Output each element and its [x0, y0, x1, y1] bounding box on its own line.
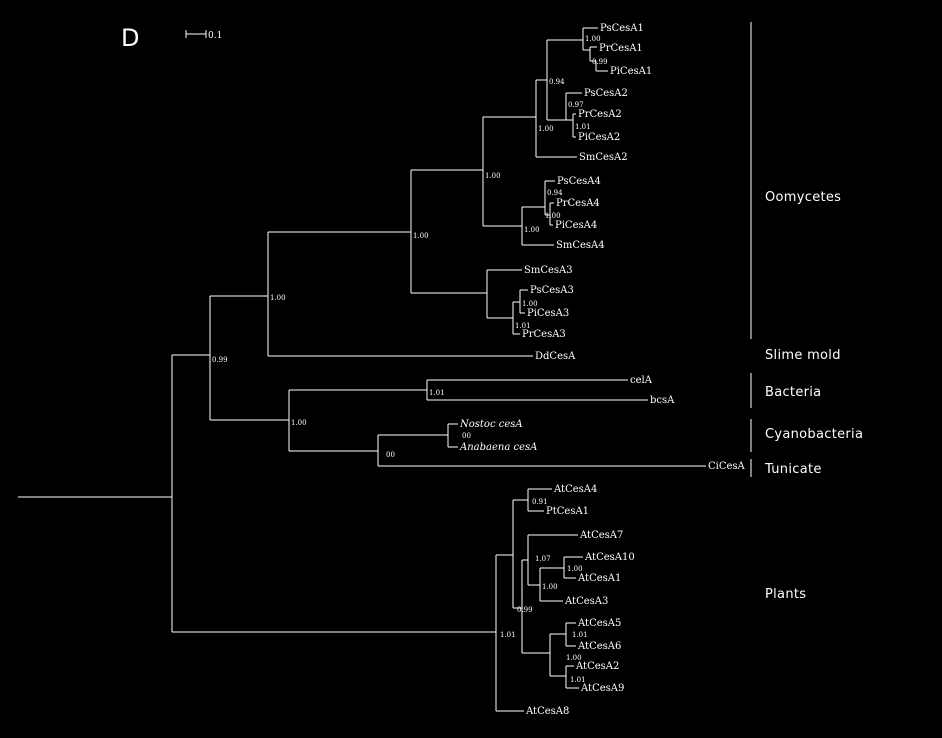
- leaf-prcesa1: PrCesA1: [599, 43, 643, 54]
- support-value: 0.94: [547, 189, 563, 197]
- group-label-tunicate: Tunicate: [764, 462, 822, 477]
- leaf-labels: PsCesA1 PrCesA1 PiCesA1 PsCesA2 PrCesA2 …: [459, 23, 746, 717]
- support-value: 1.00: [566, 654, 582, 662]
- support-value: 1.01: [575, 123, 591, 131]
- leaf-pscesa4: PsCesA4: [557, 176, 601, 187]
- support-value: 1.00: [413, 232, 429, 240]
- leaf-atcesa9: AtCesA9: [580, 683, 624, 694]
- leaf-atcesa4: AtCesA4: [553, 484, 597, 495]
- support-value: 1.00: [524, 226, 540, 234]
- leaf-cicesa: CiCesA: [708, 461, 746, 472]
- leaf-smcesa2: SmCesA2: [579, 152, 628, 163]
- support-value: 0.99: [212, 356, 228, 364]
- leaf-nostoc-cesa: Nostoc cesA: [459, 419, 523, 430]
- panel-label: D: [121, 24, 139, 52]
- group-label-oomycetes: Oomycetes: [765, 190, 841, 205]
- group-label-bacteria: Bacteria: [765, 385, 821, 400]
- leaf-atcesa10: AtCesA10: [584, 552, 635, 563]
- leaf-prcesa3: PrCesA3: [522, 329, 566, 340]
- group-label-cyanobacteria: Cyanobacteria: [765, 427, 863, 442]
- leaf-cela: celA: [630, 375, 653, 386]
- support-value: 1.00: [538, 125, 554, 133]
- support-value: 00: [386, 451, 395, 459]
- support-value: 1.01: [429, 389, 445, 397]
- group-brackets: Oomycetes Slime mold Bacteria Cyanobacte…: [750, 22, 863, 602]
- support-value: 1.00: [542, 583, 558, 591]
- leaf-picesa4: PiCesA4: [555, 220, 597, 231]
- leaf-pscesa2: PsCesA2: [584, 88, 628, 99]
- support-value: 1.07: [535, 555, 551, 563]
- leaf-atcesa7: AtCesA7: [579, 530, 623, 541]
- leaf-picesa1: PiCesA1: [610, 66, 652, 77]
- leaf-ddcesa: DdCesA: [535, 351, 576, 362]
- support-value: 1.00: [485, 172, 501, 180]
- leaf-prcesa4: PrCesA4: [556, 198, 600, 209]
- scale-bar-label: 0.1: [208, 31, 222, 41]
- support-value: 1.00: [585, 35, 601, 43]
- leaf-atcesa5: AtCesA5: [577, 618, 621, 629]
- support-value: 0.91: [532, 498, 548, 506]
- support-value: 1.00: [567, 565, 583, 573]
- support-value: 0.99: [592, 58, 608, 66]
- support-value: 0.99: [517, 606, 533, 614]
- leaf-ptcesa1: PtCesA1: [546, 506, 589, 517]
- leaf-atcesa1: AtCesA1: [577, 573, 621, 584]
- leaf-atcesa8: AtCesA8: [525, 706, 569, 717]
- leaf-picesa2: PiCesA2: [578, 132, 620, 143]
- group-label-slime-mold: Slime mold: [765, 348, 841, 363]
- leaf-anabaena-cesa: Anabaena cesA: [459, 442, 537, 453]
- support-value: 1.00: [522, 300, 538, 308]
- leaf-pscesa3: PsCesA3: [530, 285, 574, 296]
- leaf-prcesa2: PrCesA2: [578, 109, 622, 120]
- support-value: 1.01: [572, 631, 588, 639]
- leaf-atcesa6: AtCesA6: [577, 641, 621, 652]
- support-value: 1.00: [545, 212, 561, 220]
- tree-branches: [18, 27, 706, 712]
- leaf-bcsa: bcsA: [650, 395, 675, 406]
- leaf-smcesa3: SmCesA3: [524, 265, 573, 276]
- support-value: 1.00: [291, 419, 307, 427]
- support-value: 0.97: [568, 101, 584, 109]
- group-label-plants: Plants: [765, 587, 806, 602]
- support-value: 1.00: [270, 294, 286, 302]
- support-value: 1.01: [570, 676, 586, 684]
- support-value: 00: [462, 432, 471, 440]
- support-value: 0.94: [549, 78, 565, 86]
- support-value: 1.01: [515, 322, 531, 330]
- support-value: 1.01: [500, 631, 516, 639]
- leaf-atcesa2: AtCesA2: [575, 661, 619, 672]
- leaf-smcesa4: SmCesA4: [556, 240, 605, 251]
- leaf-atcesa3: AtCesA3: [564, 596, 608, 607]
- leaf-pscesa1: PsCesA1: [600, 23, 644, 34]
- node-support-values: 0.99 1.00 1.00 1.00 0.94 1.00 0.99 1.00 …: [212, 35, 608, 684]
- scale-bar: 0.1: [185, 30, 222, 41]
- leaf-picesa3: PiCesA3: [527, 308, 569, 319]
